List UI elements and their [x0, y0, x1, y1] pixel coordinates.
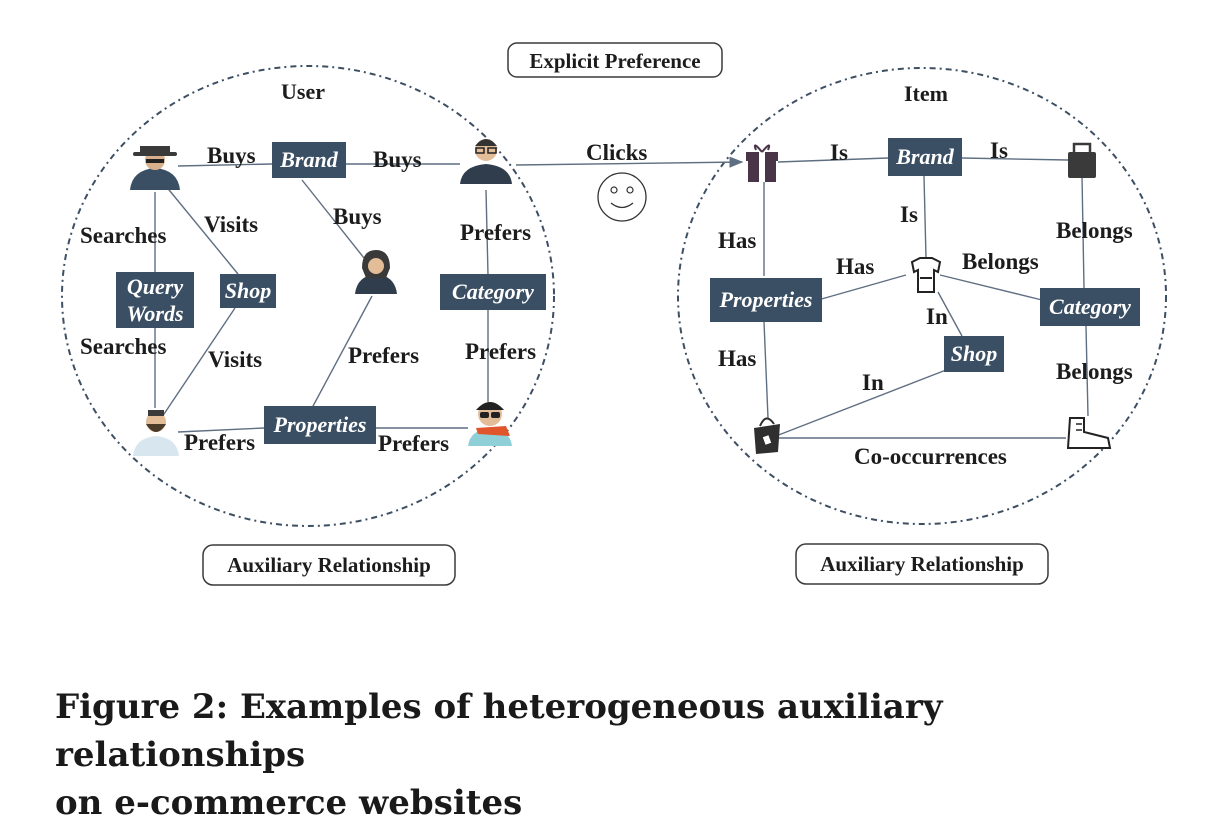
boot-icon [1066, 417, 1112, 449]
edge-label-prefers: Prefers [378, 431, 449, 456]
aux-relationship-pill-right: Auxiliary Relationship [795, 543, 1049, 585]
svg-text:Brand: Brand [895, 144, 954, 169]
explicit-preference-label: Explicit Preference [529, 49, 700, 73]
edge-label-is: Is [900, 202, 918, 227]
svg-text:Category: Category [452, 279, 534, 304]
item-category-node: Category [1040, 288, 1140, 326]
user-bearded-icon [133, 410, 179, 456]
user-query-words-node: Query Words [116, 272, 194, 328]
user-brand-node: Brand [272, 142, 346, 178]
user-circle [61, 65, 555, 527]
caption-line-2: on e-commerce websites [55, 783, 523, 823]
edge-label-is: Is [990, 138, 1008, 163]
shopping-bag-icon [754, 417, 780, 454]
clicks-arrow [515, 156, 744, 168]
smiley-icon [597, 172, 647, 222]
edge-label-prefers: Prefers [460, 220, 531, 245]
edge-label-is: Is [830, 140, 848, 165]
edge-label-belongs: Belongs [1056, 218, 1133, 243]
user-properties-node: Properties [264, 406, 376, 444]
edge-label-co-occurrences: Co-occurrences [854, 444, 1007, 469]
svg-text:Category: Category [1049, 294, 1131, 319]
edge-label-clicks: Clicks [586, 140, 647, 165]
user-glasses-icon [460, 139, 512, 184]
edge-label-visits: Visits [208, 347, 262, 372]
edge-label-in: In [926, 304, 948, 329]
edge-label-searches: Searches [80, 334, 167, 359]
edge-label-buys: Buys [333, 204, 382, 229]
handbag-icon [1068, 142, 1096, 178]
svg-text:Brand: Brand [279, 147, 338, 172]
aux-relationship-pill-left: Auxiliary Relationship [202, 544, 456, 586]
user-sunglasses-icon [468, 402, 512, 446]
item-circle-title: Item [904, 81, 948, 106]
shirt-icon [910, 257, 942, 293]
edge-label-prefers: Prefers [184, 430, 255, 455]
edge-label-buys: Buys [373, 147, 422, 172]
user-hat-icon [130, 146, 180, 190]
svg-text:Properties: Properties [273, 412, 367, 437]
edge-label-buys: Buys [207, 143, 256, 168]
svg-text:Properties: Properties [719, 287, 813, 312]
relationship-diagram: Explicit Preference Auxiliary Relationsh… [61, 42, 1167, 586]
item-edges [763, 157, 1089, 439]
caption-line-1: Figure 2: Examples of heterogeneous auxi… [55, 687, 943, 775]
edge-label-has: Has [718, 228, 756, 253]
svg-text:Shop: Shop [225, 278, 271, 303]
aux-relationship-label-left: Auxiliary Relationship [227, 553, 431, 577]
edge-label-in: In [862, 370, 884, 395]
svg-text:Shop: Shop [951, 341, 997, 366]
user-edges [154, 163, 489, 433]
item-circle [677, 67, 1167, 525]
user-category-node: Category [440, 274, 546, 310]
edge-label-visits: Visits [204, 212, 258, 237]
user-shop-node: Shop [220, 274, 276, 308]
edge-label-has: Has [718, 346, 756, 371]
explicit-preference-pill: Explicit Preference [507, 42, 723, 78]
item-brand-node: Brand [888, 138, 962, 176]
item-shop-node: Shop [944, 336, 1004, 372]
svg-text:Words: Words [126, 301, 183, 326]
edge-label-has: Has [836, 254, 874, 279]
svg-text:Query: Query [127, 274, 183, 299]
edge-label-searches: Searches [80, 223, 167, 248]
edge-label-prefers: Prefers [348, 343, 419, 368]
edge-label-belongs: Belongs [1056, 359, 1133, 384]
edge-label-belongs: Belongs [962, 249, 1039, 274]
gift-box-icon [746, 144, 778, 182]
user-woman-icon [355, 250, 397, 294]
figure-caption: Figure 2: Examples of heterogeneous auxi… [55, 683, 1195, 827]
aux-relationship-label-right: Auxiliary Relationship [820, 552, 1024, 576]
user-circle-title: User [281, 79, 325, 104]
item-properties-node: Properties [710, 278, 822, 322]
edge-label-prefers: Prefers [465, 339, 536, 364]
